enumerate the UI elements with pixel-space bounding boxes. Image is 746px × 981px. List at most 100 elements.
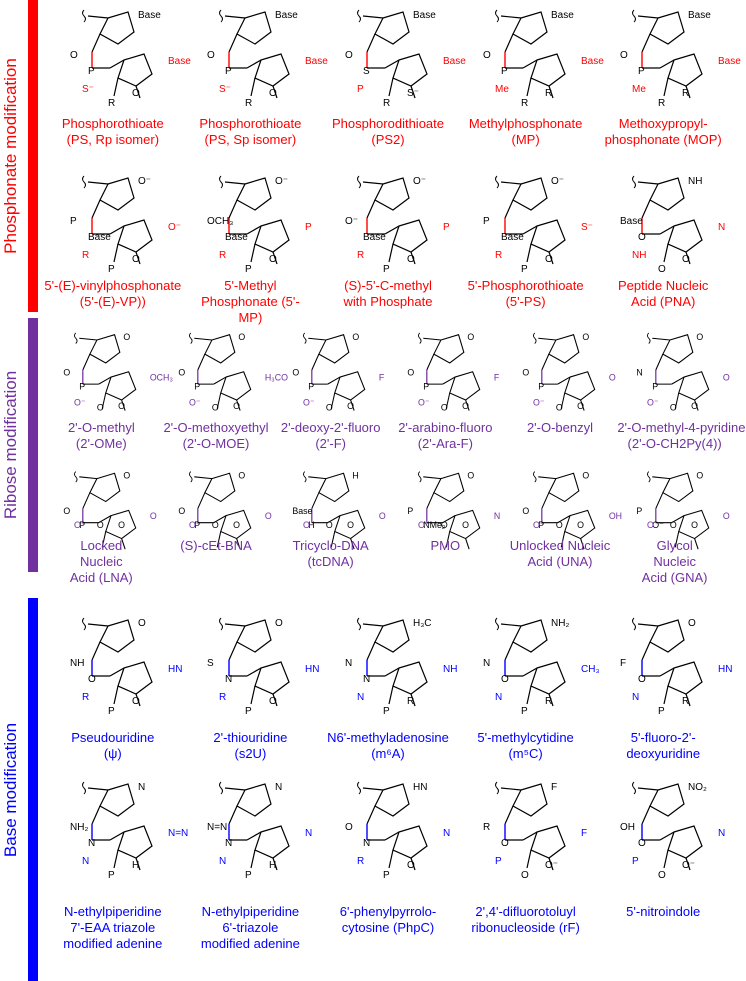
- atom-label: OH: [620, 822, 635, 833]
- atom-label: O: [723, 373, 730, 383]
- atom-label: O: [345, 50, 353, 61]
- atom-label: F: [620, 658, 626, 669]
- wavy-bond: [532, 471, 537, 483]
- sugar-ring-lower: [392, 219, 428, 253]
- caption-line: modified adenine: [200, 936, 300, 951]
- atom-label: R: [108, 98, 115, 109]
- atom-label: O: [347, 401, 354, 411]
- atom-label: O: [545, 254, 553, 265]
- bond: [465, 538, 470, 550]
- wavy-bond: [632, 617, 637, 631]
- wavy-bond: [81, 781, 86, 795]
- atom-label: N=N: [207, 822, 227, 833]
- atom-label: P: [521, 264, 528, 275]
- bond: [216, 392, 221, 409]
- atom-label: O⁻: [345, 216, 358, 227]
- atom-label: H₃CO: [264, 373, 287, 383]
- bond: [82, 353, 91, 371]
- sugar-ring-upper: [547, 334, 580, 364]
- atom-label: O: [467, 332, 474, 342]
- atom-label: R: [383, 98, 390, 109]
- caption-line: phosphonate (MOP): [604, 132, 722, 147]
- bond: [235, 399, 241, 411]
- bond: [235, 538, 241, 550]
- atom-label: P: [501, 66, 508, 77]
- sugar-ring-lower: [117, 219, 153, 253]
- atom-label: O: [347, 520, 354, 530]
- atom-label: O: [521, 870, 529, 881]
- bond: [638, 15, 659, 19]
- bond: [442, 515, 456, 524]
- atom-label: P: [483, 216, 490, 227]
- bond: [193, 337, 212, 341]
- bond: [694, 399, 699, 411]
- bond: [641, 641, 651, 661]
- sugar-ring-upper: [662, 472, 694, 503]
- bond: [121, 399, 126, 411]
- bond: [272, 693, 278, 707]
- atom-label: H: [309, 520, 315, 530]
- sugar-ring-lower: [105, 371, 137, 401]
- atom-label: O: [63, 367, 70, 377]
- atom-label: Base: [225, 232, 248, 243]
- atom-label: O⁻: [275, 176, 288, 187]
- bond: [331, 531, 336, 548]
- sugar-ring-lower: [392, 661, 428, 695]
- bond: [384, 225, 400, 235]
- section-label-text: Base modification: [1, 722, 20, 857]
- bond: [675, 392, 680, 409]
- caption-line: N-ethylpiperidine: [64, 904, 162, 919]
- bond: [109, 667, 125, 677]
- atom-label: Base: [88, 232, 111, 243]
- modification-caption: 2'-arabino-fluoro(2'-Ara-F): [388, 420, 503, 452]
- atom-label: O: [682, 254, 690, 265]
- wavy-bond: [73, 471, 78, 483]
- atom-label: N: [483, 658, 490, 669]
- atom-label: Base: [138, 10, 161, 21]
- atom-label: O: [97, 520, 104, 530]
- atom-label: O: [407, 254, 415, 265]
- sugar-ring-lower: [334, 509, 366, 540]
- modification-caption: 2'-deoxy-2'-fluoro(2'-F): [273, 420, 388, 452]
- bond: [500, 181, 521, 185]
- atom-label: N: [88, 838, 95, 849]
- sugar-ring-upper: [511, 619, 548, 653]
- sugar-ring-lower: [678, 509, 710, 540]
- bond: [91, 641, 101, 661]
- atom-label: O⁻: [74, 520, 86, 530]
- atom-label: O: [269, 88, 277, 99]
- sugar-ring-lower: [449, 509, 481, 540]
- bond: [557, 376, 570, 385]
- atom-label: P: [632, 856, 639, 867]
- atom-label: P: [245, 264, 252, 275]
- sugar-ring-upper: [236, 619, 273, 653]
- atom-label: O: [233, 401, 240, 411]
- atom-label: O: [379, 511, 386, 521]
- bond: [250, 77, 256, 97]
- caption-line: Acid (LNA): [69, 570, 133, 585]
- modification-caption: 2'-O-methyl-4-pyridine(2'-O-CH2Py(4)): [617, 420, 745, 452]
- atom-label: O: [582, 471, 589, 481]
- ribose-section-label: Ribose modification: [0, 318, 26, 572]
- atom-label: O⁻: [303, 397, 315, 407]
- atom-label: O: [269, 696, 277, 707]
- sugar-ring-lower: [392, 53, 428, 87]
